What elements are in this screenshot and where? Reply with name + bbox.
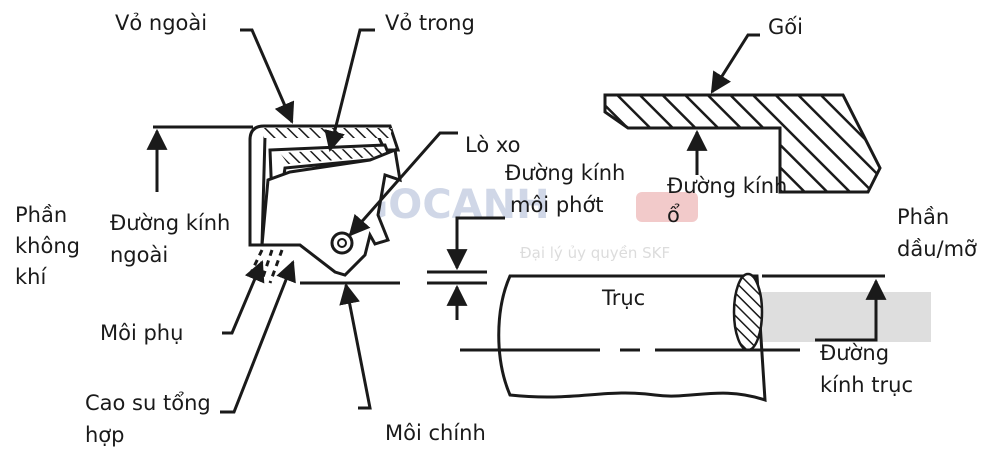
label-oil-side-line1: Phần [897,205,949,229]
label-auxiliary-lip: Môi phụ [100,321,183,345]
watermark-badge [636,192,698,222]
leader-lip-diameter [446,216,505,271]
rubber-body [260,147,402,277]
label-air-side-line3: khí [15,265,47,289]
label-shaft-diameter-line1: Đường [820,341,889,365]
leader-outer-case [240,28,295,124]
label-oil-side-line2: dầu/mỡ [897,237,977,261]
leader-auxiliary-lip [222,260,265,335]
label-outside-diameter-line1: Đường kính [110,211,230,235]
seal [248,124,402,284]
label-inner-case: Vỏ trong [385,11,475,35]
label-outside-diameter-line2: ngoài [110,243,168,267]
label-air-side-line2: không [15,234,80,258]
labels: Vỏ ngoài Vỏ trong Gối Lò xo Đường kính m… [15,11,977,447]
label-outer-case: Vỏ ngoài [115,11,207,35]
reference-lines [153,125,885,352]
label-lip-diameter-line2: môi phớt [510,193,604,217]
label-air-side-line1: Phần [15,203,67,227]
leader-main-lip [339,282,372,410]
housing [603,93,882,194]
leader-inner-case [324,28,375,153]
leader-spring [348,131,458,237]
label-bore-diameter-line1: Đường kính [667,174,787,198]
label-main-lip: Môi chính [385,421,486,445]
label-housing: Gối [768,15,803,39]
shaft-section-hatch [732,272,764,352]
label-shaft-diameter-line2: kính trục [820,373,913,397]
shaft [497,272,767,403]
leader-housing [710,33,760,94]
label-synthetic-rubber-line1: Cao su tổng [85,391,211,415]
label-synthetic-rubber-line2: hợp [85,423,125,447]
leader-shaft-diameter [815,278,887,342]
leader-synthetic-rubber [220,260,296,414]
leader-lines [146,28,887,414]
watermark-tagline: Đại lý ủy quyền SKF [520,244,670,262]
label-shaft: Trục [601,286,645,310]
label-lip-diameter-line1: Đường kính [505,161,625,185]
label-bore-diameter-line2: ổ [667,203,680,227]
label-spring: Lò xo [465,133,520,157]
